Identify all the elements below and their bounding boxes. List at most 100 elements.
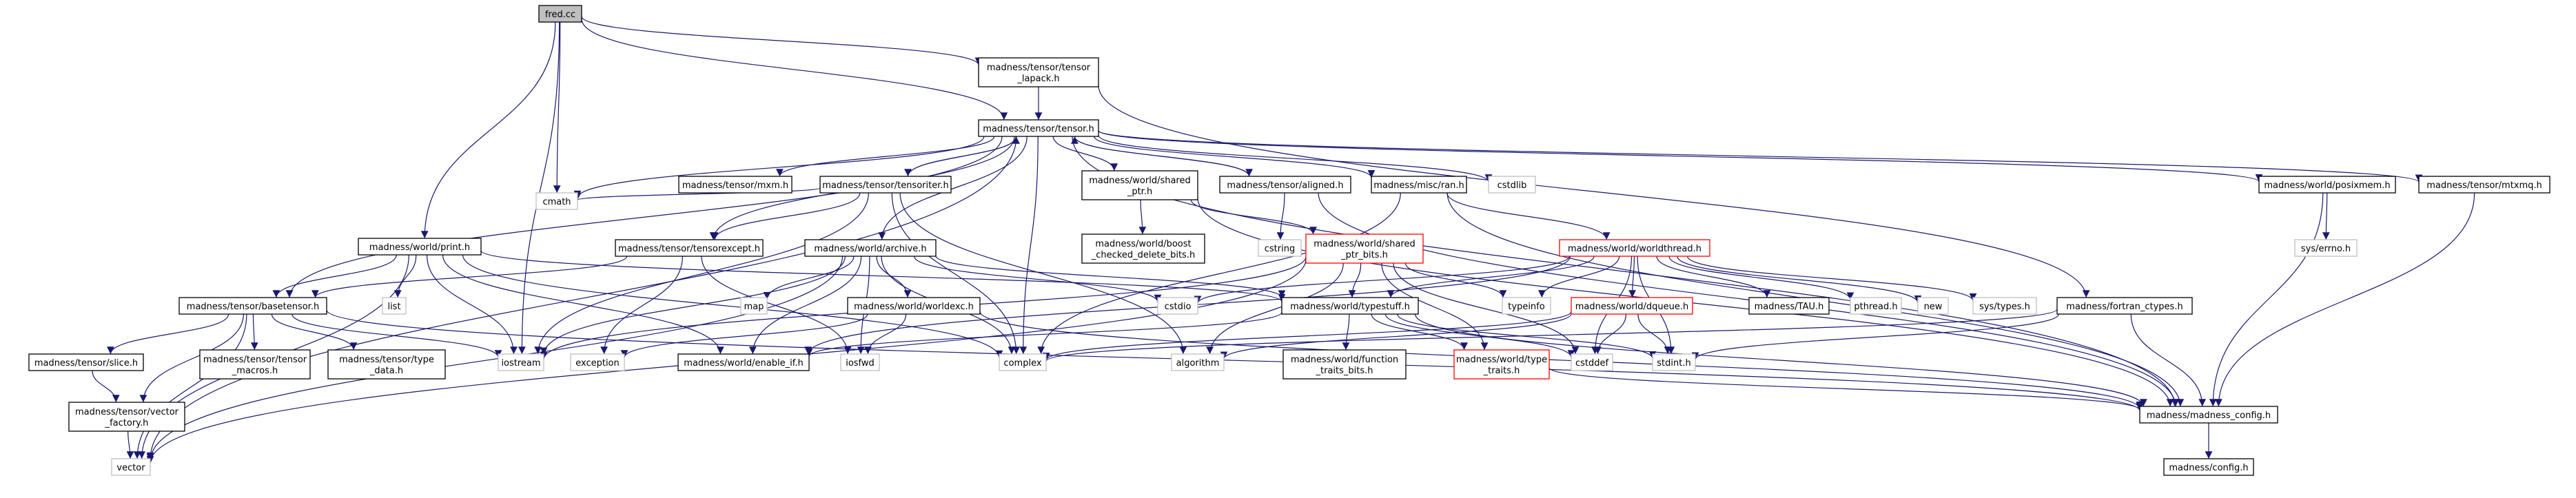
node-mconfig[interactable]: madness/madness_config.h (2139, 406, 2278, 424)
node-label: cstdio (1165, 302, 1192, 312)
node-label: madness/madness_config.h (2147, 411, 2271, 421)
node-label: madness/world/boost (1095, 239, 1191, 249)
node-label: sys/errno.h (2301, 244, 2351, 254)
edge-basetensor-to-typedata (271, 313, 358, 351)
edge-line (1071, 136, 1250, 177)
node-box (840, 353, 880, 371)
edge-aligned-to-tensor (1071, 136, 1250, 177)
edge-line (126, 430, 134, 459)
node-box (111, 458, 151, 476)
node-label: madness/tensor/mxm.h (682, 180, 788, 191)
edge-line (1691, 313, 2059, 360)
node-worldthread[interactable]: madness/world/worldthread.h (1559, 239, 1710, 257)
edge-typestuff-to-ftraits (1342, 313, 1350, 351)
node-lapack[interactable]: madness/tensor/tensor_lapack.h (978, 57, 1099, 87)
node-box (1488, 176, 1536, 194)
node-layer: fred.cc madness/tensor/tensor_lapack.hmad… (28, 5, 2551, 476)
edge-slice-to-vfactory (92, 370, 120, 403)
node-box (1453, 349, 1550, 380)
node-box (1571, 353, 1613, 371)
edge-line (1318, 192, 2180, 407)
node-typedata[interactable]: madness/tensor/type_data.h (327, 349, 446, 380)
edge-tensor-to-cmath (573, 136, 985, 198)
node-stdint: stdint.h (1652, 353, 1696, 371)
edge-line (146, 136, 1017, 460)
edge-dqueue-to-stdint (1637, 313, 1672, 355)
node-enableif[interactable]: madness/world/enable_if.h (677, 353, 810, 371)
node-box (678, 176, 793, 194)
edge-line (271, 313, 358, 351)
edge-basetensor-to-mconfig (326, 309, 2144, 411)
edge-line (292, 313, 502, 358)
node-sharedptr[interactable]: madness/world/shared_ptr.h (1081, 170, 1198, 200)
edge-typestuff-to-enableif (805, 311, 1282, 357)
edge-print-to-basetensor (272, 254, 397, 298)
node-configh[interactable]: madness/config.h (2163, 458, 2254, 476)
node-vfactory[interactable]: madness/tensor/vector_factory.h (68, 402, 185, 432)
node-boostcheck[interactable]: madness/world/boost_checked_delete_bits.… (1081, 234, 1205, 264)
edge-fred-to-tensor (581, 19, 1008, 121)
node-typestuff[interactable]: madness/world/typestuff.h (1281, 297, 1419, 315)
edge-worldexc-to-iosfwd (864, 313, 907, 355)
node-mtxmq[interactable]: madness/tensor/mtxmq.h (2418, 176, 2551, 194)
edge-line (1138, 199, 1147, 235)
edge-line (899, 192, 1187, 355)
edge-basetensor-to-vfactory (139, 313, 244, 403)
node-aligned[interactable]: madness/tensor/aligned.h (1219, 176, 1351, 194)
node-box (2056, 297, 2193, 315)
node-box (1559, 239, 1710, 257)
edge-line (2322, 192, 2330, 240)
node-box (1219, 176, 1351, 194)
edge-line (748, 256, 862, 355)
node-label: typeinfo (1508, 302, 1544, 312)
node-sharedptrbits[interactable]: madness/world/shared_ptr_bits.h (1305, 234, 1424, 264)
node-label: madness/config.h (2169, 463, 2248, 473)
node-typeinfo: typeinfo (1502, 297, 1551, 315)
node-label: madness/tensor/aligned.h (1227, 180, 1343, 191)
edge-tensoriter-to-iostream (534, 192, 869, 355)
edge-tensoriter-to-complex (891, 192, 1021, 355)
node-box (999, 353, 1047, 371)
node-label: madness/tensor/tensor (203, 355, 307, 365)
node-label: madness/TAU.h (1755, 302, 1824, 312)
edge-line (540, 256, 846, 355)
node-tensor[interactable]: madness/tensor/tensor.h (978, 119, 1099, 137)
node-ran[interactable]: madness/misc/ran.h (1371, 176, 1467, 194)
node-print[interactable]: madness/world/print.h (358, 238, 482, 256)
edge-line (1220, 313, 1572, 360)
edge-line (1019, 136, 1039, 355)
node-tensorexcept[interactable]: madness/tensor/tensorexcept.h (615, 239, 764, 257)
node-fortran[interactable]: madness/fortran_ctypes.h (2056, 297, 2193, 315)
node-ftraits[interactable]: madness/world/function_traits_bits.h (1282, 349, 1407, 380)
node-tau[interactable]: madness/TAU.h (1748, 297, 1830, 315)
node-dqueue[interactable]: madness/world/dqueue.h (1571, 297, 1693, 315)
node-typetraits[interactable]: madness/world/type_traits.h (1453, 349, 1550, 380)
edge-tensor-to-sharedptr (1052, 136, 1118, 172)
node-fred: fred.cc (538, 5, 582, 23)
edge-line (1043, 309, 2058, 362)
edge-line (864, 313, 907, 355)
node-label: madness/world/typestuff.h (1290, 302, 1410, 312)
node-label: madness/world/posixmem.h (2264, 180, 2390, 191)
node-tensoriter[interactable]: madness/tensor/tensoriter.h (819, 176, 952, 194)
node-posixmem[interactable]: madness/world/posixmem.h (2258, 176, 2396, 194)
node-box (847, 297, 981, 315)
node-worldexc[interactable]: madness/world/worldexc.h (847, 297, 981, 315)
node-basetensor[interactable]: madness/tensor/basetensor.h (178, 297, 327, 315)
node-slice[interactable]: madness/tensor/slice.h (28, 353, 144, 371)
node-pthread: pthread.h (1850, 297, 1902, 315)
node-archive[interactable]: madness/world/archive.h (804, 239, 937, 257)
node-label: madness/world/print.h (369, 242, 470, 253)
node-cstdio: cstdio (1157, 297, 1198, 315)
node-iostream: iostream (498, 353, 544, 371)
node-box (2294, 239, 2358, 257)
edge-line (534, 192, 869, 355)
edge-line (1637, 313, 1672, 355)
edge-tensor-to-mtxmq (1098, 129, 2422, 183)
node-box (615, 239, 764, 257)
edge-archive-to-vector (146, 256, 844, 461)
edge-dqueue-to-algorithm (1220, 313, 1572, 360)
node-mxm[interactable]: madness/tensor/mxm.h (678, 176, 793, 194)
edge-worldthread-to-tau (1656, 256, 1771, 298)
node-tmacros[interactable]: madness/tensor/tensor_macros.h (199, 349, 311, 380)
